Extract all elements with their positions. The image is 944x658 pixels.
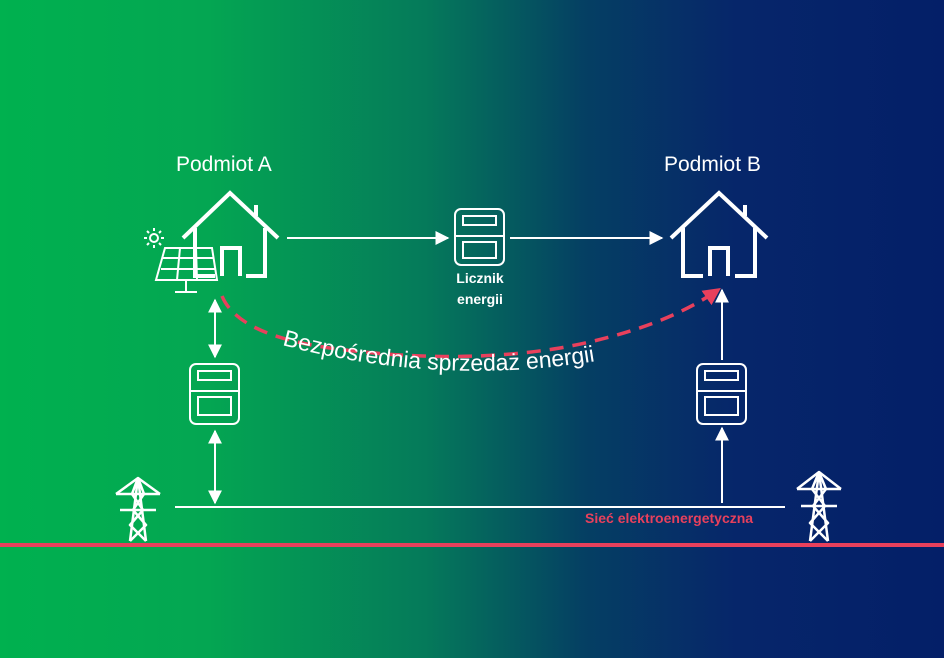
meter-label-line2: energii <box>457 291 503 307</box>
house-a-icon <box>181 190 280 278</box>
direct-sale-label-path: Bezpośrednia sprzedaż energii <box>281 325 596 376</box>
left-pylon-icon <box>115 476 161 542</box>
meter-label: Licznik energii <box>446 268 514 310</box>
center-meter-icon <box>454 208 505 266</box>
direct-sale-label: Bezpośrednia sprzedaż energii <box>281 325 596 376</box>
right-pylon-icon <box>796 470 842 542</box>
meter-label-line1: Licznik <box>456 270 504 286</box>
solar-panel-icon <box>154 247 219 293</box>
direct-sale-arc <box>220 288 721 359</box>
left-meter-icon <box>189 363 240 425</box>
right-meter-icon <box>696 363 747 425</box>
entity-b-label: Podmiot B <box>664 153 761 176</box>
entity-a-label: Podmiot A <box>176 153 272 176</box>
grid-label: Sieć elektroenergetyczna <box>585 510 754 526</box>
sun-icon <box>144 228 164 248</box>
house-b-icon <box>669 190 769 278</box>
